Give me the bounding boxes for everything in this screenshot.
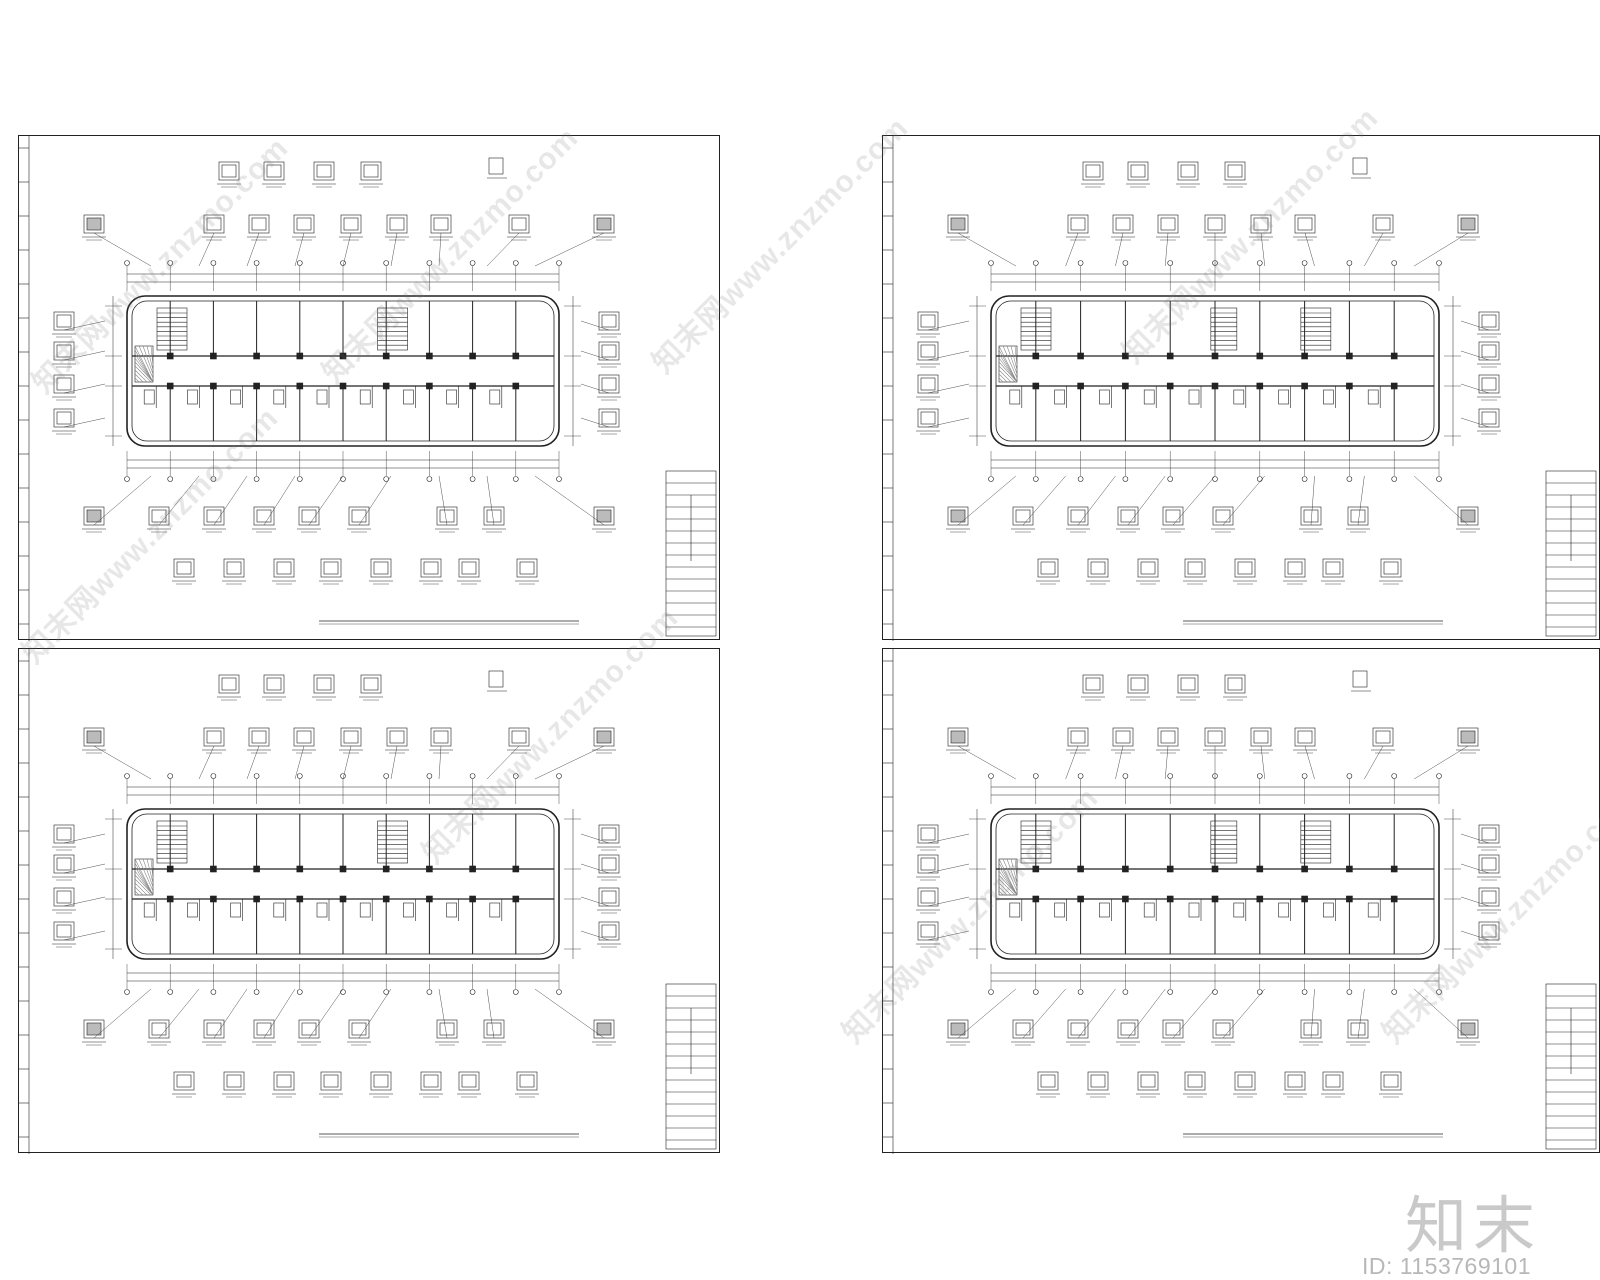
drawing-sheet-bottom-right	[882, 648, 1600, 1154]
floor-plan-drawing	[883, 136, 1597, 641]
floor-plan-drawing	[883, 649, 1597, 1154]
drawing-sheet-top-left	[18, 135, 720, 641]
brand-id-label: ID: 1153769101	[1362, 1253, 1531, 1279]
floor-plan-drawing	[19, 649, 717, 1154]
floor-plan-drawing	[19, 136, 717, 641]
brand-logo-text: 知末	[1405, 1189, 1542, 1262]
drawing-sheet-bottom-left	[18, 648, 720, 1154]
drawing-sheet-top-right	[882, 135, 1600, 641]
